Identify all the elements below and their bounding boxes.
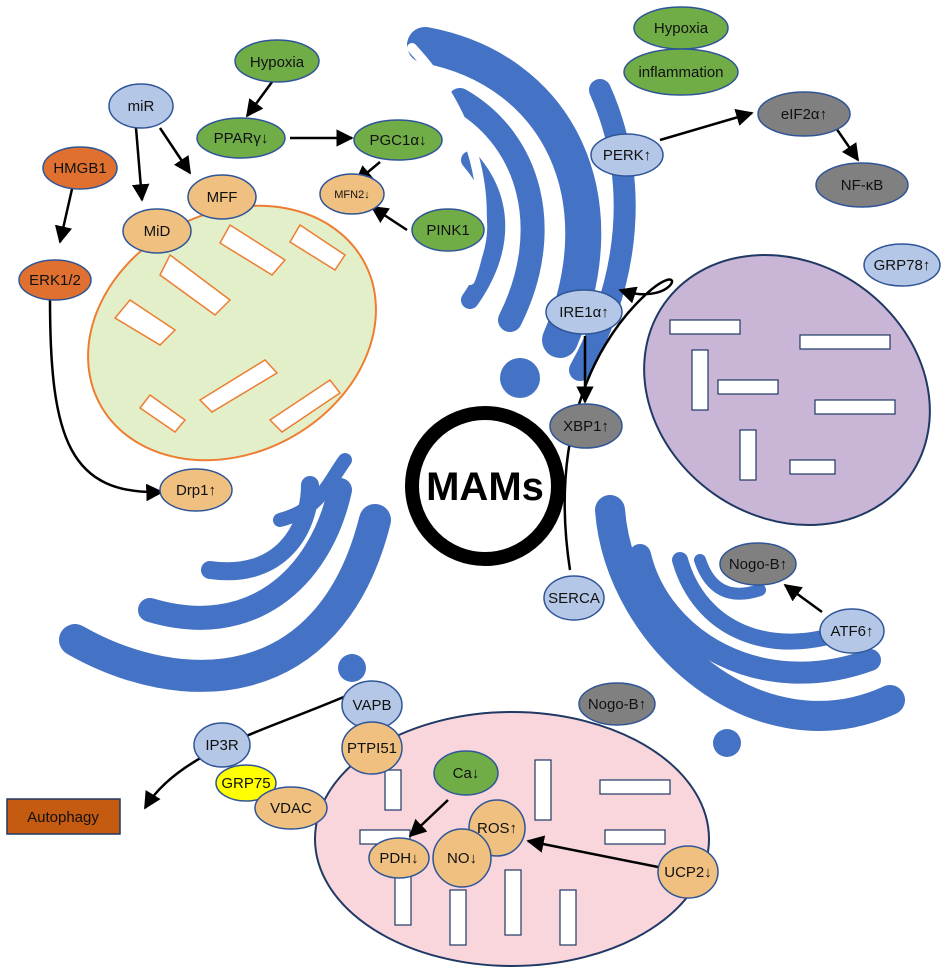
serca-node: SERCA — [543, 575, 605, 621]
svg-text:Nogo-B↑: Nogo-B↑ — [588, 696, 646, 713]
drp1-node: Drp1↑ — [159, 468, 233, 512]
mir-node: miR — [108, 83, 174, 129]
atf6-node: ATF6↑ — [819, 608, 885, 654]
svg-text:GRP78↑: GRP78↑ — [874, 257, 931, 274]
svg-text:MFN2↓: MFN2↓ — [334, 189, 369, 201]
svg-text:MiD: MiD — [144, 223, 171, 240]
grp75-node: GRP75 — [215, 764, 277, 802]
svg-text:NO↓: NO↓ — [447, 850, 477, 867]
svg-text:PINK1: PINK1 — [426, 222, 469, 239]
ucp2-node: UCP2↓ — [657, 845, 719, 899]
svg-text:Hypoxia: Hypoxia — [654, 20, 709, 37]
vdac-node: VDAC — [254, 786, 328, 830]
ppar-node: PPARγ↓ — [196, 117, 286, 159]
ire1a-node: IRE1α↑ — [545, 289, 623, 335]
hmgb1-node: HMGB1 — [42, 146, 118, 190]
pink1-node: PINK1 — [411, 208, 485, 252]
xbp1-node: XBP1↑ — [549, 403, 623, 449]
svg-text:HMGB1: HMGB1 — [53, 160, 106, 177]
svg-text:IRE1α↑: IRE1α↑ — [559, 304, 609, 321]
svg-text:PGC1α↓: PGC1α↓ — [369, 132, 426, 149]
hypoxia-right-node: Hypoxia — [633, 6, 729, 50]
mff-node: MFF — [187, 174, 257, 220]
svg-text:Hypoxia: Hypoxia — [250, 54, 305, 71]
no-node: NO↓ — [432, 828, 492, 888]
svg-text:SERCA: SERCA — [548, 590, 600, 607]
er-bottom-right — [595, 495, 905, 757]
svg-text:inflammation: inflammation — [638, 64, 723, 81]
svg-text:MFF: MFF — [207, 189, 238, 206]
pgc-node: PGC1α↓ — [353, 119, 443, 161]
mid-node: MiD — [122, 208, 192, 254]
svg-text:Ca↓: Ca↓ — [453, 765, 480, 782]
svg-text:PTPI51: PTPI51 — [347, 740, 397, 757]
svg-text:PERK↑: PERK↑ — [603, 147, 651, 164]
svg-text:VAPB: VAPB — [353, 697, 392, 714]
ip3r-node: IP3R — [193, 722, 251, 768]
pdh-node: PDH↓ — [368, 837, 430, 879]
mitochondrion-green — [87, 204, 377, 462]
svg-text:eIF2α↑: eIF2α↑ — [781, 106, 827, 123]
svg-text:ATF6↑: ATF6↑ — [830, 623, 873, 640]
nfkb-node: NF-κB — [815, 162, 909, 208]
nogob-bottom-node: Nogo-B↑ — [578, 682, 656, 726]
ptpi51-node: PTPI51 — [341, 721, 403, 775]
grp78-node: GRP78↑ — [863, 243, 941, 287]
svg-text:GRP75: GRP75 — [221, 775, 270, 792]
svg-text:miR: miR — [128, 98, 155, 115]
svg-text:VDAC: VDAC — [270, 800, 312, 817]
arrows — [48, 81, 860, 870]
ca-node: Ca↓ — [433, 750, 499, 796]
nogob-top-node: Nogo-B↑ — [719, 542, 797, 586]
eif2a-node: eIF2α↑ — [757, 91, 851, 137]
er-bottom-left — [59, 453, 391, 692]
mfn2-node: MFN2↓ — [319, 173, 385, 215]
autophagy-box: Autophagy — [6, 798, 121, 835]
svg-text:ROS↑: ROS↑ — [477, 820, 517, 837]
svg-text:XBP1↑: XBP1↑ — [563, 418, 609, 435]
svg-text:Nogo-B↑: Nogo-B↑ — [729, 556, 787, 573]
mitochondrion-purple — [643, 254, 931, 526]
svg-text:Autophagy: Autophagy — [27, 809, 99, 826]
erk-node: ERK1/2 — [18, 259, 92, 301]
svg-text:PDH↓: PDH↓ — [379, 850, 418, 867]
svg-text:NF-κB: NF-κB — [841, 177, 884, 194]
mams-center: MAMs — [405, 406, 565, 566]
svg-text:UCP2↓: UCP2↓ — [664, 864, 712, 881]
svg-text:Drp1↑: Drp1↑ — [176, 482, 216, 499]
hypoxia-top-node: Hypoxia — [234, 39, 320, 83]
svg-text:IP3R: IP3R — [205, 737, 239, 754]
svg-text:ERK1/2: ERK1/2 — [29, 272, 81, 289]
svg-text:PPARγ↓: PPARγ↓ — [214, 130, 269, 147]
inflammation-node: inflammation — [623, 48, 739, 96]
mams-label: MAMs — [426, 465, 544, 509]
er-top — [407, 27, 636, 398]
perk-node: PERK↑ — [590, 133, 664, 177]
